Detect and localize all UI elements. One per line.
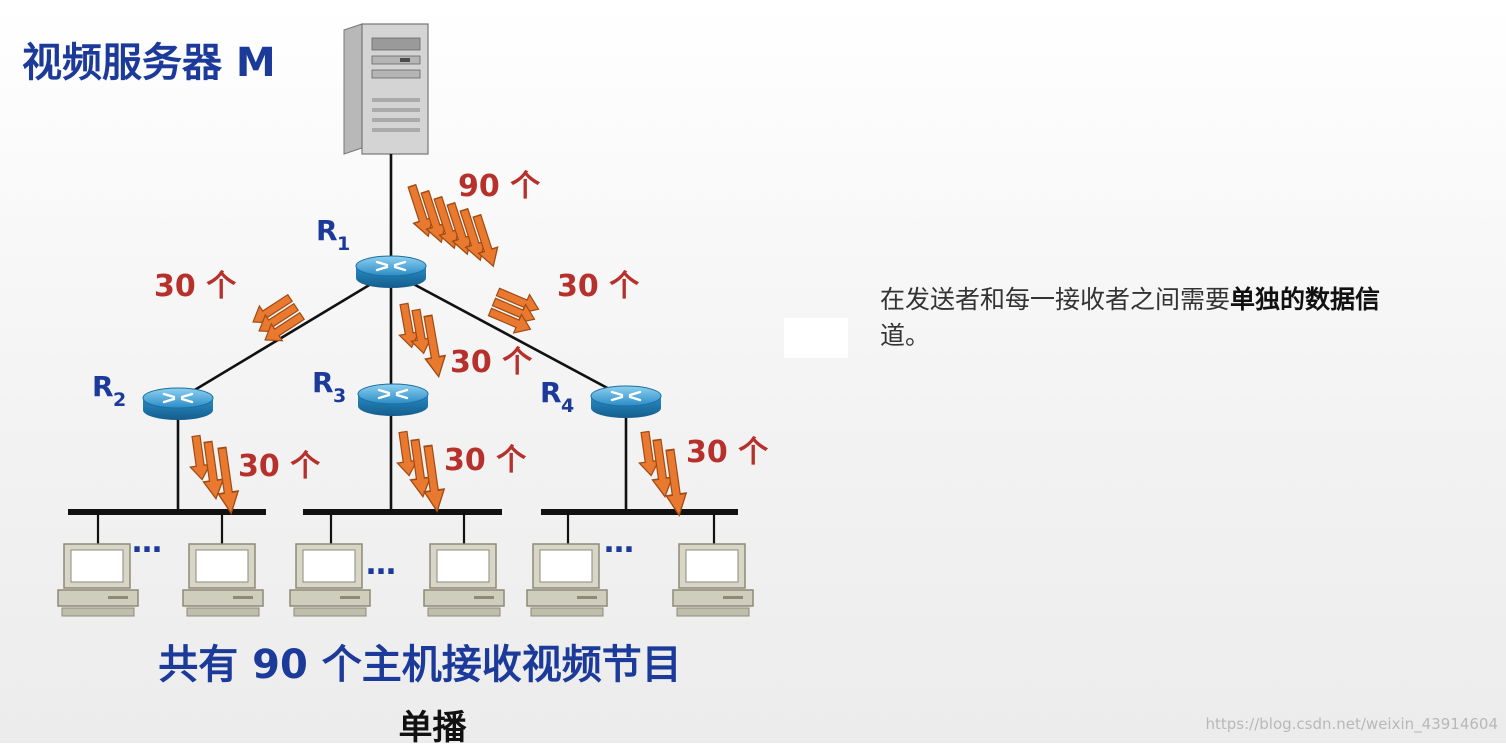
hosts-ellipsis: … (604, 525, 634, 560)
flow-count-r1-r3: 30 个 (450, 345, 533, 380)
explanation-emphasis: 单独的数据信 (1230, 285, 1380, 314)
svg-text:1: 1 (337, 233, 350, 255)
hosts-ellipsis: … (366, 547, 396, 582)
transmission-mode-label: 单播 (0, 700, 865, 749)
svg-text:R: R (540, 376, 562, 409)
flow-count-r2-lan: 30 个 (238, 449, 321, 484)
router-r2-icon (143, 388, 213, 420)
flow-count-r3-lan: 30 个 (444, 443, 527, 478)
flow-count-server-r1: 90 个 (458, 169, 541, 204)
flow-arrows-r4-lan (635, 431, 689, 517)
svg-text:R: R (316, 214, 338, 247)
svg-text:3: 3 (333, 385, 346, 407)
flow-count-r1-r2: 30 个 (154, 269, 237, 304)
host-computer-icon (424, 544, 504, 616)
flow-count-r1-r4: 30 个 (557, 269, 640, 304)
blank-box (784, 318, 848, 358)
router-r3-icon (358, 384, 428, 416)
router-label-r3: R 3 (312, 366, 346, 407)
flow-count-r4-lan: 30 个 (686, 435, 769, 470)
svg-text:2: 2 (113, 389, 126, 411)
watermark-url: https://blog.csdn.net/weixin_43914604 (1205, 715, 1498, 733)
flow-arrows-r3-lan (393, 431, 447, 513)
router-label-r2: R 2 (92, 370, 126, 411)
video-server-icon (344, 24, 428, 154)
router-r4-icon (591, 386, 661, 418)
host-computer-icon (527, 544, 607, 616)
flow-arrows-r1-r3 (394, 302, 448, 378)
router-label-r4: R 4 (540, 376, 574, 417)
svg-text:R: R (92, 370, 114, 403)
hosts-caption: 共有 90 个主机接收视频节目 (0, 632, 840, 690)
host-computer-icon (183, 544, 263, 616)
explanation-prefix: 在发送者和每一接收者之间需要 (880, 285, 1230, 314)
host-computer-icon (58, 544, 138, 616)
hosts-ellipsis: … (132, 525, 162, 560)
router-r1-icon (356, 256, 426, 288)
svg-text:R: R (312, 366, 334, 399)
explanation-text: 在发送者和每一接收者之间需要单独的数据信道。 (880, 282, 1495, 354)
flow-arrows-r1-r2 (248, 290, 308, 349)
host-computer-icon (673, 544, 753, 616)
router-label-r1: R 1 (316, 214, 350, 255)
explanation-suffix: 道。 (880, 321, 930, 350)
flow-arrows-r2-lan (186, 435, 241, 515)
host-computer-icon (290, 544, 370, 616)
flow-arrows-r1-r4 (486, 283, 542, 339)
svg-text:4: 4 (561, 395, 574, 417)
